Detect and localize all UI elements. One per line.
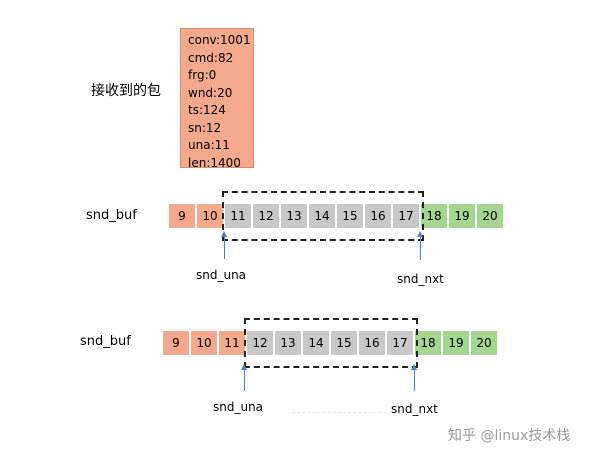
buffer-cell: 9 — [162, 330, 190, 356]
buffer-cell: 16 — [364, 203, 392, 229]
snd-nxt-label-before: snd_nxt — [397, 272, 444, 286]
send-window-after — [244, 318, 418, 368]
buffer-cell: 13 — [280, 203, 308, 229]
snd-nxt-pointer-before — [420, 236, 421, 260]
watermark: 知乎 @linux技术栈 — [448, 428, 571, 444]
snd-una-arrowhead-after — [241, 364, 247, 370]
snd-nxt-label-after: snd_nxt — [391, 402, 438, 416]
buffer-cell: 14 — [308, 203, 336, 229]
packet-field-len: len:1400 — [188, 155, 241, 170]
buffer-cell: 18 — [420, 203, 448, 229]
buffer-cell: 20 — [470, 330, 498, 356]
buffer-cell: 17 — [386, 330, 414, 356]
packet-field-ts: ts:124 — [188, 103, 226, 117]
snd-nxt-arrowhead-before — [417, 231, 423, 237]
buffer-cell: 9 — [168, 203, 196, 229]
packet-field-sn: sn:12 — [188, 120, 222, 135]
packet-field-wnd: wnd:20 — [188, 85, 233, 100]
snd-buf-label-after: snd_buf — [80, 334, 131, 349]
snd-buf-label-before: snd_buf — [86, 208, 137, 223]
buffer-cell: 18 — [414, 330, 442, 356]
buffer-cell: 13 — [274, 330, 302, 356]
packet-field-cmd: cmd:82 — [188, 50, 234, 65]
packet-field-frg: frg:0 — [188, 68, 217, 82]
buffer-cell: 12 — [252, 203, 280, 229]
received-packet-box: conv:1001 cmd:82 frg:0 wnd:20 ts:124 sn:… — [180, 28, 254, 170]
snd-una-label-before: snd_una — [196, 268, 247, 282]
packet-field-conv: conv:1001 — [188, 33, 251, 47]
send-window-before — [222, 191, 424, 241]
snd-una-label-after: snd_una — [213, 400, 264, 414]
received-packet-caption: 接收到的包 — [91, 83, 161, 99]
buffer-cell: 11 — [218, 330, 246, 356]
buffer-cell: 16 — [358, 330, 386, 356]
buffer-cell: 11 — [224, 203, 252, 229]
snd-nxt-pointer-after — [414, 369, 415, 391]
faint-divider — [292, 412, 392, 413]
buffer-cell: 15 — [330, 330, 358, 356]
packet-field-una: una:11 — [188, 138, 230, 152]
buffer-cell: 10 — [196, 203, 224, 229]
snd-nxt-arrowhead-after — [411, 364, 417, 370]
buffer-cell: 17 — [392, 203, 420, 229]
buffer-cell: 20 — [476, 203, 504, 229]
buffer-cell: 19 — [448, 203, 476, 229]
snd-una-pointer-before — [224, 236, 225, 259]
buffer-cell: 10 — [190, 330, 218, 356]
buffer-cell: 12 — [246, 330, 274, 356]
buffer-cell: 14 — [302, 330, 330, 356]
snd-una-arrowhead-before — [221, 231, 227, 237]
buffer-cell: 19 — [442, 330, 470, 356]
buffer-cell: 15 — [336, 203, 364, 229]
snd-una-pointer-after — [244, 369, 245, 391]
